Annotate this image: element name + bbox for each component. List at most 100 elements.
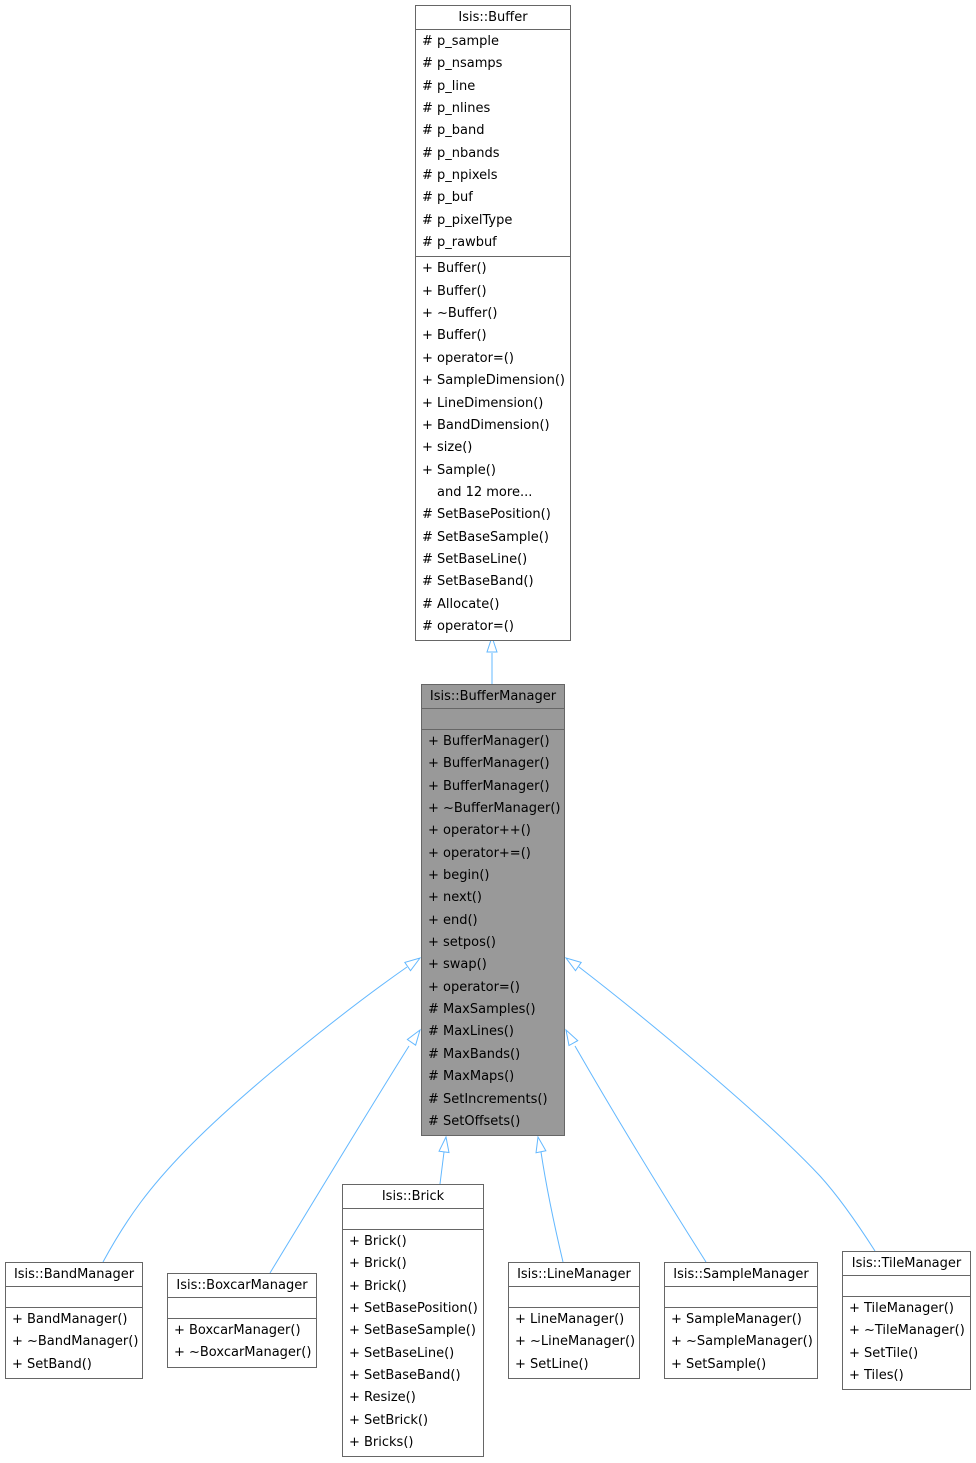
method-setbasesample[interactable]: +SetBaseSample()	[343, 1320, 483, 1342]
visibility-marker: +	[12, 1334, 23, 1350]
method-size[interactable]: +size()	[416, 437, 570, 459]
method-maxmaps[interactable]: #MaxMaps()	[422, 1066, 564, 1088]
method-operator[interactable]: +operator+=()	[422, 843, 564, 865]
attribute-p-pixeltype[interactable]: #p_pixelType	[416, 210, 570, 232]
method-setbaseposition[interactable]: +SetBasePosition()	[343, 1298, 483, 1320]
method-buffer[interactable]: +Buffer()	[416, 281, 570, 303]
visibility-marker: +	[515, 1334, 526, 1350]
method-and-12-more[interactable]: and 12 more...	[416, 482, 570, 504]
method-tilemanager[interactable]: +~TileManager()	[843, 1320, 970, 1342]
method-resize[interactable]: +Resize()	[343, 1387, 483, 1409]
method-end[interactable]: +end()	[422, 910, 564, 932]
member-name: BufferManager()	[443, 778, 550, 794]
attribute-p-buf[interactable]: #p_buf	[416, 187, 570, 209]
attribute-p-rawbuf[interactable]: #p_rawbuf	[416, 232, 570, 254]
class-node-buffer-manager[interactable]: Isis::BufferManager+BufferManager()+Buff…	[421, 684, 565, 1137]
method-brick[interactable]: +Brick()	[343, 1253, 483, 1275]
class-title: Isis::Buffer	[416, 6, 570, 30]
visibility-marker: +	[428, 957, 439, 973]
method-boxcarmanager[interactable]: +~BoxcarManager()	[168, 1342, 316, 1364]
method-tilemanager[interactable]: +TileManager()	[843, 1298, 970, 1320]
method-bricks[interactable]: +Bricks()	[343, 1432, 483, 1454]
method-linedimension[interactable]: +LineDimension()	[416, 393, 570, 415]
method-begin[interactable]: +begin()	[422, 865, 564, 887]
class-node-brick[interactable]: Isis::Brick+Brick()+Brick()+Brick()+SetB…	[342, 1184, 484, 1458]
method-setbaseline[interactable]: +SetBaseLine()	[343, 1343, 483, 1365]
attribute-p-nlines[interactable]: #p_nlines	[416, 98, 570, 120]
attribute-p-sample[interactable]: #p_sample	[416, 31, 570, 53]
method-swap[interactable]: +swap()	[422, 954, 564, 976]
class-node-line-manager[interactable]: Isis::LineManager+LineManager()+~LineMan…	[508, 1262, 640, 1380]
class-node-buffer[interactable]: Isis::Buffer#p_sample#p_nsamps#p_line#p_…	[415, 5, 571, 642]
visibility-marker: +	[515, 1356, 526, 1372]
method-bandmanager[interactable]: +~BandManager()	[6, 1331, 142, 1353]
method-setband[interactable]: +SetBand()	[6, 1354, 142, 1376]
method-brick[interactable]: +Brick()	[343, 1276, 483, 1298]
method-tiles[interactable]: +Tiles()	[843, 1365, 970, 1387]
visibility-marker: +	[174, 1323, 185, 1338]
method-setbaseband[interactable]: #SetBaseBand()	[416, 571, 570, 593]
visibility-marker: +	[671, 1334, 682, 1350]
visibility-marker: #	[422, 529, 433, 545]
class-node-sample-manager[interactable]: Isis::SampleManager+SampleManager()+~Sam…	[664, 1262, 818, 1380]
class-node-boxcar-manager[interactable]: Isis::BoxcarManager+BoxcarManager()+~Box…	[167, 1273, 317, 1368]
visibility-marker: +	[422, 440, 433, 456]
method-operator[interactable]: +operator++()	[422, 820, 564, 842]
method-maxbands[interactable]: #MaxBands()	[422, 1044, 564, 1066]
class-node-tile-manager[interactable]: Isis::TileManager+TileManager()+~TileMan…	[842, 1251, 971, 1391]
method-settile[interactable]: +SetTile()	[843, 1343, 970, 1365]
method-setbaseposition[interactable]: #SetBasePosition()	[416, 504, 570, 526]
method-setbasesample[interactable]: #SetBaseSample()	[416, 527, 570, 549]
method-setpos[interactable]: +setpos()	[422, 932, 564, 954]
method-boxcarmanager[interactable]: +BoxcarManager()	[168, 1320, 316, 1342]
member-name: MaxLines()	[443, 1024, 514, 1040]
visibility-marker: +	[12, 1312, 23, 1327]
method-operator[interactable]: +operator=()	[416, 348, 570, 370]
method-setincrements[interactable]: #SetIncrements()	[422, 1089, 564, 1111]
visibility-marker: +	[349, 1301, 360, 1317]
attribute-p-line[interactable]: #p_line	[416, 76, 570, 98]
method-brick[interactable]: +Brick()	[343, 1231, 483, 1253]
method-operator[interactable]: #operator=()	[416, 616, 570, 638]
attribute-p-nsamps[interactable]: #p_nsamps	[416, 53, 570, 75]
method-setbaseline[interactable]: #SetBaseLine()	[416, 549, 570, 571]
method-maxlines[interactable]: #MaxLines()	[422, 1021, 564, 1043]
method-samplemanager[interactable]: +~SampleManager()	[665, 1331, 817, 1353]
attribute-p-band[interactable]: #p_band	[416, 120, 570, 142]
method-buffermanager[interactable]: +~BufferManager()	[422, 798, 564, 820]
method-maxsamples[interactable]: #MaxSamples()	[422, 999, 564, 1021]
method-setbaseband[interactable]: +SetBaseBand()	[343, 1365, 483, 1387]
method-setsample[interactable]: +SetSample()	[665, 1354, 817, 1376]
method-setline[interactable]: +SetLine()	[509, 1354, 639, 1376]
method-setoffsets[interactable]: #SetOffsets()	[422, 1111, 564, 1133]
method-banddimension[interactable]: +BandDimension()	[416, 415, 570, 437]
member-name: BandDimension()	[437, 417, 550, 433]
method-operator[interactable]: +operator=()	[422, 977, 564, 999]
visibility-marker: +	[671, 1356, 682, 1372]
method-setbrick[interactable]: +SetBrick()	[343, 1410, 483, 1432]
class-node-band-manager[interactable]: Isis::BandManager+BandManager()+~BandMan…	[5, 1262, 143, 1380]
method-linemanager[interactable]: +LineManager()	[509, 1309, 639, 1331]
method-samplemanager[interactable]: +SampleManager()	[665, 1309, 817, 1331]
method-sampledimension[interactable]: +SampleDimension()	[416, 370, 570, 392]
member-name: LineManager()	[530, 1312, 625, 1327]
method-buffer[interactable]: +Buffer()	[416, 258, 570, 280]
method-buffer[interactable]: +Buffer()	[416, 325, 570, 347]
method-buffermanager[interactable]: +BufferManager()	[422, 776, 564, 798]
method-linemanager[interactable]: +~LineManager()	[509, 1331, 639, 1353]
member-name: TileManager()	[864, 1301, 954, 1316]
visibility-marker: #	[422, 34, 433, 49]
method-bandmanager[interactable]: +BandManager()	[6, 1309, 142, 1331]
attribute-p-nbands[interactable]: #p_nbands	[416, 143, 570, 165]
member-name: Sample()	[437, 462, 496, 478]
method-buffer[interactable]: +~Buffer()	[416, 303, 570, 325]
method-buffermanager[interactable]: +BufferManager()	[422, 731, 564, 753]
attribute-p-npixels[interactable]: #p_npixels	[416, 165, 570, 187]
member-name: SetTile()	[864, 1345, 919, 1361]
method-allocate[interactable]: #Allocate()	[416, 594, 570, 616]
method-next[interactable]: +next()	[422, 887, 564, 909]
visibility-marker: +	[349, 1256, 360, 1272]
method-sample[interactable]: +Sample()	[416, 460, 570, 482]
method-buffermanager[interactable]: +BufferManager()	[422, 753, 564, 775]
member-name: SetBaseBand()	[437, 574, 534, 590]
